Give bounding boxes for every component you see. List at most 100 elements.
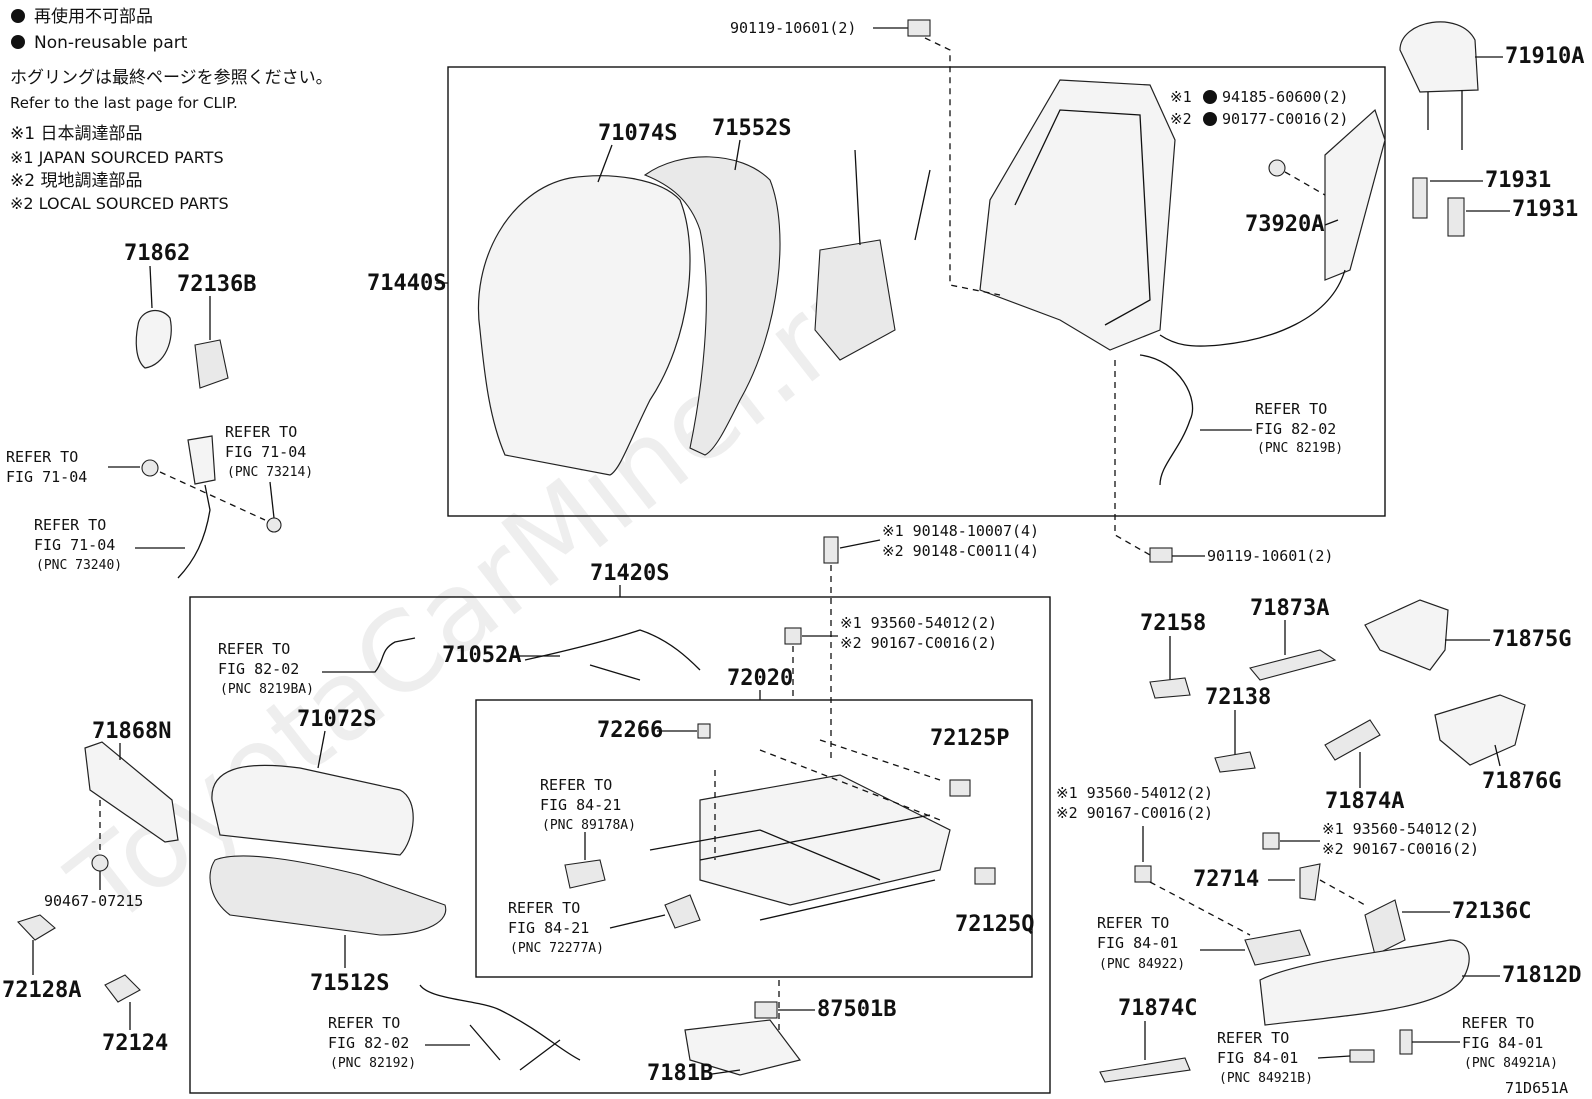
label-72125Q: 72125Q	[955, 912, 1034, 937]
ref2-l2: FIG 71-04	[225, 443, 306, 461]
figure-code: 71D651A	[1505, 1079, 1568, 1097]
label-87501B: 87501B	[817, 997, 896, 1022]
bolt-icon	[1262, 832, 1280, 850]
label-72138: 72138	[1205, 685, 1271, 710]
leader	[839, 539, 881, 549]
part-72158-shape	[1149, 677, 1191, 699]
ref3-l2: FIG 71-04	[6, 468, 87, 486]
part-72714-shape	[1299, 863, 1321, 901]
seatback-cover-shape	[477, 175, 691, 476]
bolt-93560-a: ※1 93560-54012(2)	[840, 614, 997, 632]
leader-dash	[159, 471, 266, 521]
leader-dash	[1149, 881, 1251, 936]
leader	[269, 481, 275, 519]
leader	[609, 914, 666, 929]
ref9-l3: (PNC 84922)	[1099, 957, 1185, 972]
leader-dash	[1284, 171, 1326, 196]
part-72125Q-icon	[974, 867, 996, 885]
bolt-90148-a: ※1 90148-10007(4)	[882, 522, 1039, 540]
headrest-shape	[1399, 21, 1479, 93]
non-reusable-dot-icon	[11, 9, 25, 23]
legend-note2-en: ※2 LOCAL SOURCED PARTS	[10, 194, 229, 213]
label-72128A: 72128A	[2, 978, 81, 1003]
clip-icon	[266, 517, 282, 533]
part-72136B-shape	[194, 339, 229, 389]
bolt-90167-c: ※2 90167-C0016(2)	[1322, 840, 1479, 858]
legend-note2-jp: ※2 現地調達部品	[10, 171, 142, 191]
leader	[317, 730, 326, 769]
ref7-l3: (PNC 72277A)	[510, 941, 604, 956]
ref10-l3: (PNC 84921B)	[1219, 1071, 1313, 1086]
label-71874A: 71874A	[1325, 789, 1404, 814]
bolt-93560-b: ※1 93560-54012(2)	[1056, 784, 1213, 802]
part-72138-shape	[1214, 751, 1256, 773]
ref5-l2: FIG 82-02	[218, 660, 299, 678]
harness-82192-shape	[419, 984, 581, 1071]
label-71420S: 71420S	[590, 561, 669, 586]
ref7-l2: FIG 84-21	[508, 919, 589, 937]
trim-71868N-shape	[84, 741, 179, 843]
ref6-l3: (PNC 89178A)	[542, 818, 636, 833]
label-71440S: 71440S	[367, 271, 446, 296]
ref10-l1: REFER TO	[1217, 1029, 1289, 1047]
bolt-90119-top: 90119-10601(2)	[730, 19, 856, 37]
part-71874A-shape	[1324, 719, 1381, 761]
bolt-icon	[907, 19, 931, 37]
side-airbag-shape	[1324, 108, 1386, 281]
leader	[734, 139, 741, 171]
ref1-l3: (PNC 8219B)	[1257, 441, 1343, 456]
non-reusable-dot-icon	[11, 35, 25, 49]
harness-8219BA-shape	[322, 637, 416, 673]
seat-rail-shape	[649, 814, 936, 921]
bolt-90119-right: 90119-10601(2)	[1207, 547, 1333, 565]
label-71910A: 71910A	[1505, 44, 1584, 69]
nut-icon	[1268, 159, 1286, 177]
bolt-93560-c: ※1 93560-54012(2)	[1322, 820, 1479, 838]
non-reusable-dot-icon	[1203, 112, 1217, 126]
ref3-l1: REFER TO	[6, 448, 78, 466]
legend-clip-en: Refer to the last page for CLIP.	[10, 94, 238, 112]
bolt-90167-a: ※2 90167-C0016(2)	[840, 634, 997, 652]
part-72266-icon	[697, 723, 711, 739]
label-71931-b: 71931	[1512, 197, 1578, 222]
label-72714: 72714	[1193, 867, 1259, 892]
label-71868N: 71868N	[92, 719, 171, 744]
leader	[1317, 1055, 1351, 1059]
ref11-l2: FIG 84-01	[1462, 1034, 1543, 1052]
leader-dash	[1319, 879, 1366, 906]
headrest-guide-shape	[1447, 197, 1465, 237]
bolt-90467: 90467-07215	[44, 892, 143, 910]
ref9-l1: REFER TO	[1097, 914, 1169, 932]
bolt-90177: 90177-C0016(2)	[1222, 110, 1348, 128]
clip-72128A-shape	[16, 914, 56, 941]
part-71874C-shape	[1099, 1057, 1191, 1083]
seatback-harness-shape	[1139, 354, 1194, 486]
bolt-icon	[1134, 865, 1152, 883]
label-71874C: 71874C	[1118, 996, 1197, 1021]
bolt-90148-b: ※2 90148-C0011(4)	[882, 542, 1039, 560]
seatbelt-buckle-shape	[187, 435, 216, 485]
trim-71876G-shape	[1434, 694, 1526, 766]
cushion-pad-shape	[209, 855, 447, 936]
label-72125P: 72125P	[930, 726, 1009, 751]
label-72158: 72158	[1140, 611, 1206, 636]
part-72136C-shape	[1364, 899, 1406, 956]
switch-84922-shape	[1244, 929, 1311, 966]
buckle-cap-icon	[141, 459, 159, 477]
ref2-l3: (PNC 73214)	[227, 465, 313, 480]
buckle-wire-shape	[177, 484, 211, 579]
bracket-72277A-shape	[664, 894, 701, 929]
bolt-90167-b: ※2 90167-C0016(2)	[1056, 804, 1213, 822]
ref9-l2: FIG 84-01	[1097, 934, 1178, 952]
lumbar-support-shape	[814, 239, 896, 361]
label-71875G: 71875G	[1492, 627, 1571, 652]
seatback-pad-shape	[643, 156, 781, 456]
headrest-guide-shape	[1412, 177, 1428, 219]
leader-dash	[1114, 360, 1151, 556]
clip-72124-shape	[104, 974, 141, 1003]
b-90177-mark: ※2	[1170, 110, 1192, 128]
legend-non-reusable-jp: 再使用不可部品	[34, 6, 153, 27]
cushion-cover-shape	[211, 764, 414, 856]
label-71512S: 71512S	[310, 971, 389, 996]
